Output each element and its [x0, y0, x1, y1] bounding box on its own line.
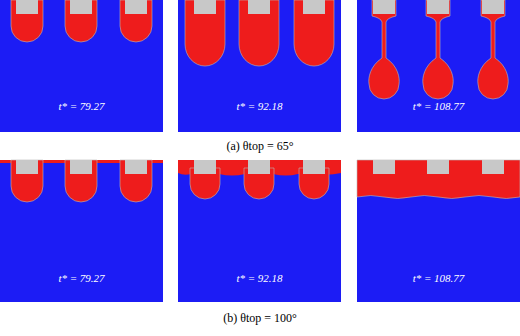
simulation-panel: t* = 108.77: [357, 0, 520, 132]
simulation-panel: t* = 92.18: [178, 160, 341, 302]
time-label: t* = 92.18: [178, 100, 341, 112]
time-label: t* = 108.77: [357, 272, 520, 284]
simulation-panel: t* = 92.18: [178, 0, 341, 132]
subfigure-caption: (a) θtop = 65°: [0, 139, 520, 154]
time-label: t* = 92.18: [178, 272, 341, 284]
time-label: t* = 108.77: [357, 100, 520, 112]
simulation-panel: t* = 79.27: [0, 160, 163, 302]
subfigure-caption: (b) θtop = 100°: [0, 311, 520, 326]
simulation-panel: t* = 108.77: [357, 160, 520, 302]
time-label: t* = 79.27: [0, 272, 163, 284]
simulation-panel: t* = 79.27: [0, 0, 163, 132]
time-label: t* = 79.27: [0, 100, 163, 112]
